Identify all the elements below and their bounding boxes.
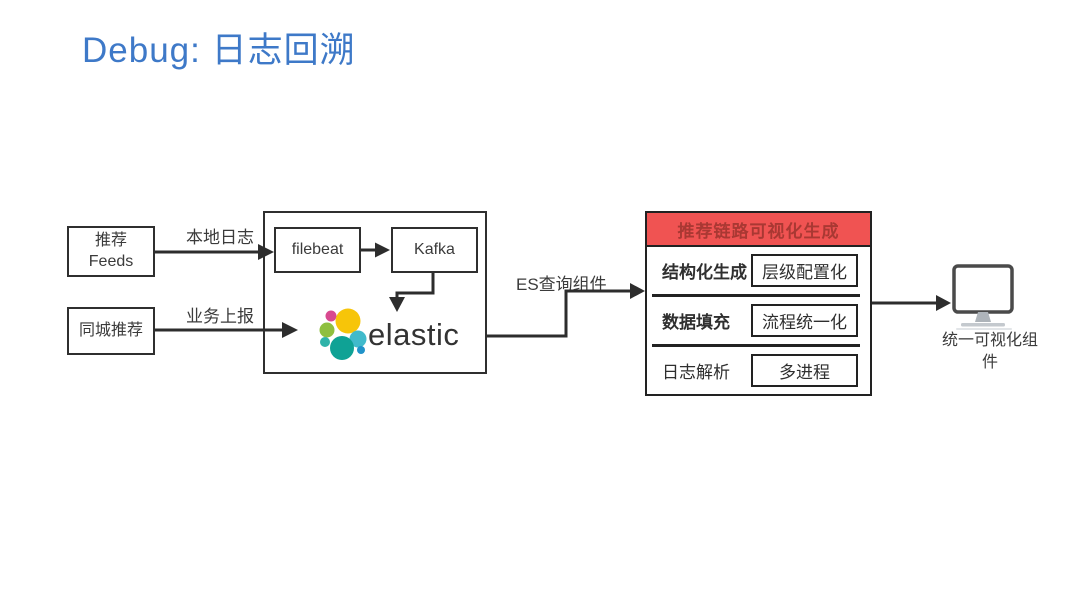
edge-label-local-log: 本地日志 — [186, 228, 254, 247]
filebeat-node-label: filebeat — [291, 240, 344, 258]
panel-row-label: 日志解析 — [662, 363, 730, 382]
panel-divider — [652, 344, 860, 347]
panel-row-datafill: 数据填充 流程统一化 — [647, 297, 870, 344]
feeds-node-label-line2: Feeds — [88, 252, 134, 270]
feeds-node-label-line1: 推荐 — [94, 231, 127, 249]
elastic-logo-icon — [319, 308, 367, 360]
panel-divider — [652, 294, 860, 297]
tongcheng-node: 同城推荐 — [67, 307, 155, 355]
panel-row-value-box: 层级配置化 — [751, 254, 858, 287]
visualization-panel: 推荐链路可视化生成 结构化生成 层级配置化 数据填充 流程统一化 日志解析 多进… — [645, 211, 872, 396]
monitor-label-line1: 统一可视化组 — [941, 332, 1038, 349]
feeds-node: 推荐 Feeds — [67, 226, 155, 277]
arrow-pipeline-to-panel — [487, 289, 631, 338]
arrowhead — [630, 283, 645, 299]
monitor-icon — [952, 264, 1014, 330]
panel-row-value-box: 流程统一化 — [751, 304, 858, 337]
panel-row-logparse: 日志解析 多进程 — [647, 347, 870, 394]
visualization-panel-header: 推荐链路可视化生成 — [647, 213, 870, 247]
panel-row-label: 数据填充 — [662, 313, 730, 332]
panel-row-value-box: 多进程 — [751, 354, 858, 387]
panel-row-label: 结构化生成 — [662, 263, 747, 282]
elastic-wordmark: elastic — [368, 317, 460, 352]
tongcheng-node-label: 同城推荐 — [78, 321, 143, 339]
monitor-label: 统一可视化组 件 — [938, 330, 1042, 373]
edge-label-biz-report: 业务上报 — [186, 307, 254, 326]
kafka-node-label: Kafka — [414, 240, 455, 258]
page-title: Debug: 日志回溯 — [82, 31, 356, 70]
filebeat-node: filebeat — [274, 227, 361, 273]
edge-label-es-query: ES查询组件 — [516, 275, 607, 294]
kafka-node: Kafka — [391, 227, 478, 273]
monitor-label-line2: 件 — [981, 353, 998, 371]
panel-row-structure: 结构化生成 层级配置化 — [647, 247, 870, 294]
